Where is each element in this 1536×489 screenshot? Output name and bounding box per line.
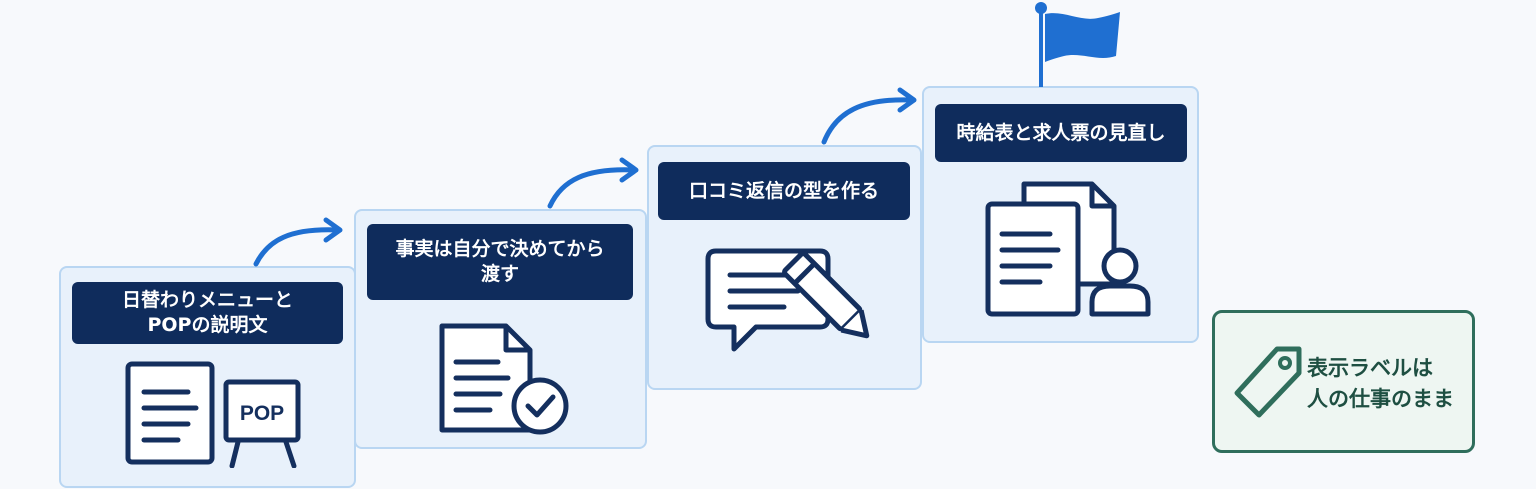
chat-bubble-pencil-icon xyxy=(705,248,870,352)
arrow-2-icon xyxy=(547,157,639,209)
note-text: 表示ラベルは 人の仕事のまま xyxy=(1307,353,1454,415)
pop-sign-icon: POP xyxy=(223,379,301,468)
documents-person-icon xyxy=(985,181,1151,317)
step-4-label: 時給表と求人票の見直し xyxy=(935,104,1187,162)
arrow-3-icon xyxy=(821,87,917,145)
goal-flag-icon xyxy=(1035,2,1120,87)
note-line1: 表示ラベルは xyxy=(1307,356,1433,380)
tag-icon xyxy=(1234,346,1302,418)
step-2-label-line2: 渡す xyxy=(480,263,519,285)
note-line2: 人の仕事のまま xyxy=(1307,387,1454,411)
step-1-label-line2: POPの説明文 xyxy=(147,314,268,336)
arrow-1-icon xyxy=(253,217,343,267)
step-1-label-line1: 日替わりメニューと xyxy=(121,289,293,311)
step-2-label-line1: 事実は自分で決めてから xyxy=(395,238,605,260)
note-box: 表示ラベルは 人の仕事のまま xyxy=(1212,310,1475,453)
document-icon xyxy=(125,361,215,465)
step-2-label: 事実は自分で決めてから 渡す xyxy=(367,224,633,300)
step-4-label-line1: 時給表と求人票の見直し xyxy=(956,121,1166,144)
pop-sign-text: POP xyxy=(240,402,284,425)
step-3-label: 口コミ返信の型を作る xyxy=(658,162,910,220)
step-3-label-line1: 口コミ返信の型を作る xyxy=(688,179,879,202)
step-1-label: 日替わりメニューと POPの説明文 xyxy=(72,282,343,344)
document-check-icon xyxy=(439,323,569,435)
